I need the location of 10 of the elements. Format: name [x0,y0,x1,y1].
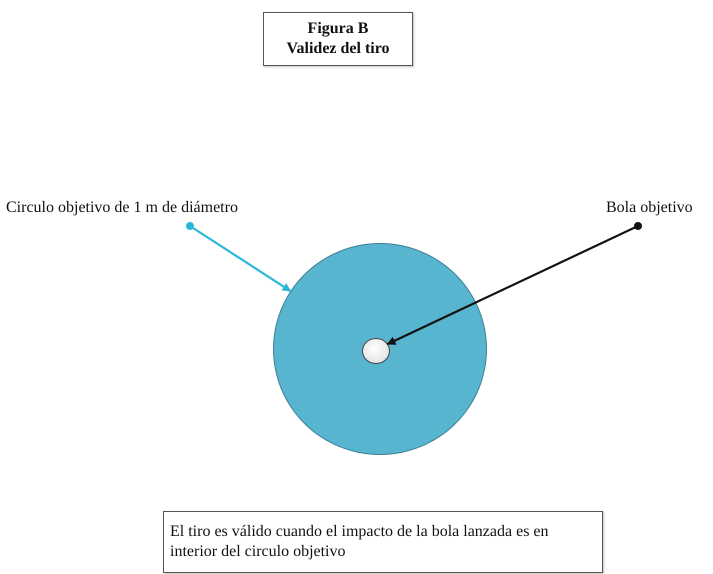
target-ball [362,338,390,364]
callout-text: Bola objetivo [606,198,693,218]
note-box [163,511,603,573]
figure-heading: Validez del tiro [286,39,390,59]
leader-line [386,222,642,346]
callout-text: Circulo objetivo de 1 m de diámetro [6,198,238,218]
note-text: El tiro es válido cuando el impacto de la bola lanzada es en interior del circulo objetivo [170,522,550,562]
leader-line [186,222,292,292]
figure-title-box [263,12,413,66]
figure-heading: Figura B [308,19,368,39]
